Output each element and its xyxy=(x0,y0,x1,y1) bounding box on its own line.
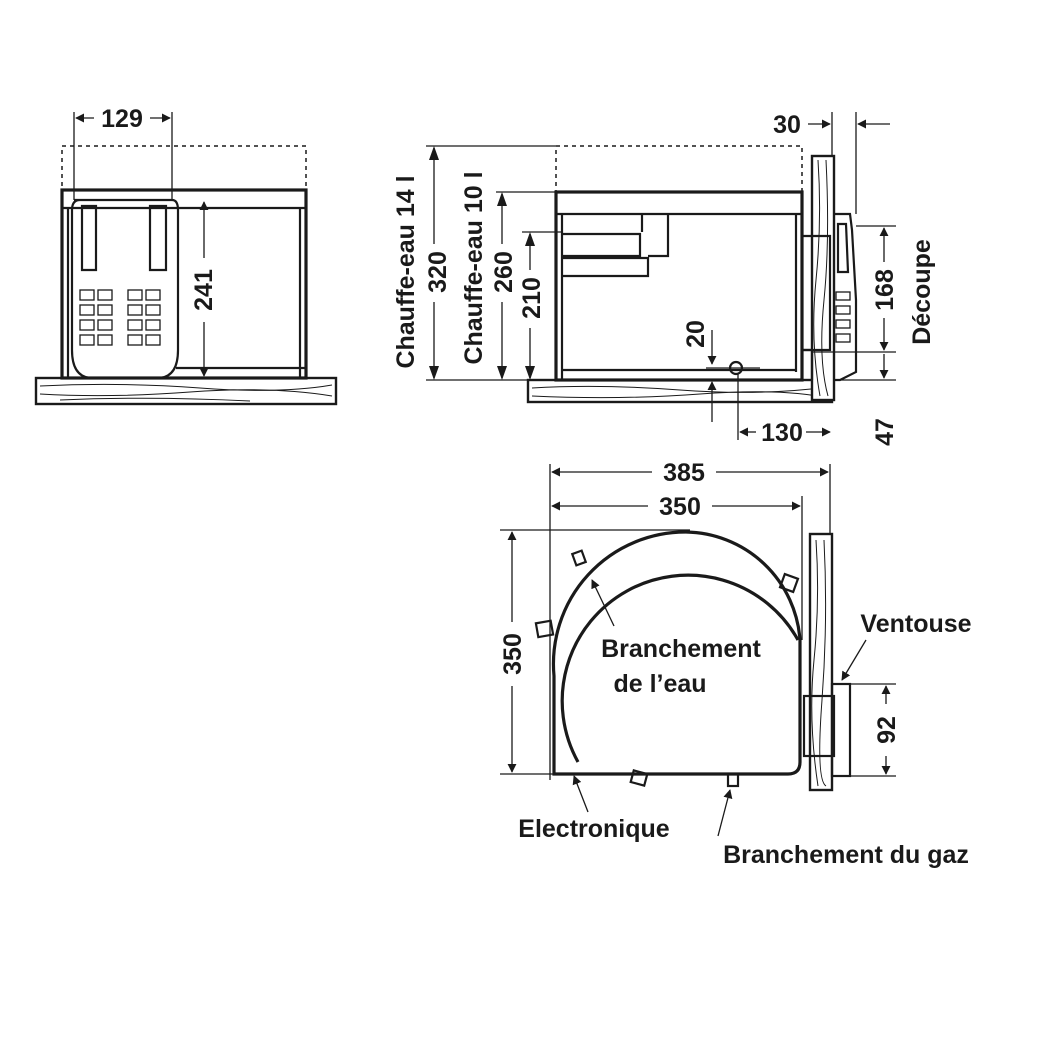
callout-water-arrow xyxy=(591,579,615,627)
side-wall-grain xyxy=(813,159,829,397)
dim-260-arrow-top xyxy=(497,192,507,206)
dim-260-label: 260 xyxy=(490,251,518,293)
top-housing xyxy=(551,530,802,776)
callout-electronics-arrow xyxy=(572,775,589,813)
side-step-lower xyxy=(562,256,650,278)
top-wall-board xyxy=(808,532,834,792)
dim-129-label: 129 xyxy=(101,105,143,133)
dim-130-label: 130 xyxy=(761,419,803,447)
label-water-heater-14: Chauffe-eau 14 l xyxy=(392,175,420,368)
dim-320-arrow-top xyxy=(429,146,439,160)
dim-385-label: 385 xyxy=(663,459,705,487)
label-gas-connection: Branchement du gaz xyxy=(723,841,969,869)
label-flue: Ventouse xyxy=(860,610,971,638)
dim-241-label: 241 xyxy=(190,269,218,311)
side-dashed-outline xyxy=(555,145,803,193)
side-flue-cap xyxy=(836,222,850,274)
front-latch-left xyxy=(80,204,98,272)
side-flue-vents xyxy=(835,291,851,343)
label-water-heater-10: Chauffe-eau 10 l xyxy=(460,171,488,364)
top-view: 385 350 350 92 Branchement de l’eau Vent… xyxy=(499,459,972,869)
dim-210-arrow-top xyxy=(525,232,535,246)
top-inner-arc xyxy=(560,573,800,763)
dim-350h-label: 350 xyxy=(659,493,701,521)
front-dashed-outline xyxy=(61,145,307,191)
label-water-connection-line2: de l’eau xyxy=(613,670,706,698)
side-wall-board xyxy=(810,154,836,402)
dim-47-label: 47 xyxy=(871,418,899,446)
front-view: 129 241 xyxy=(34,105,338,406)
side-floor-grain xyxy=(531,385,829,399)
top-flue-cap xyxy=(830,682,852,778)
dim-20-label: 20 xyxy=(682,320,710,348)
dim-320-label-bg xyxy=(424,244,444,302)
top-flue-block xyxy=(802,694,836,758)
callout-gas-arrow xyxy=(717,789,733,837)
dim-320-arrow-bottom xyxy=(429,366,439,380)
side-step-upper xyxy=(562,232,642,258)
side-view: 30 320 Chauffe-eau 14 l 260 Chauffe-eau … xyxy=(392,111,936,447)
top-wall-grain xyxy=(811,539,827,787)
dim-210-label-bg xyxy=(520,270,540,328)
side-step-frame xyxy=(640,214,670,258)
floor-grain xyxy=(39,383,333,402)
dim-168-label: 168 xyxy=(871,269,899,311)
dim-30-label: 30 xyxy=(773,111,801,139)
dim-210-label: 210 xyxy=(518,277,546,319)
front-housing xyxy=(60,188,308,380)
label-electronics: Electronique xyxy=(518,815,670,843)
dim-210-arrow-bottom xyxy=(525,366,535,380)
callout-flue-arrow xyxy=(841,639,867,681)
dim-92-label: 92 xyxy=(873,716,901,744)
dim-260-label-bg xyxy=(492,244,512,302)
top-mounting-lugs xyxy=(534,549,800,788)
dim-350v-label: 350 xyxy=(499,633,527,675)
dim-320-label: 320 xyxy=(424,251,452,293)
side-flue-block xyxy=(802,234,832,352)
front-latch-right xyxy=(148,204,168,272)
side-housing xyxy=(554,190,804,382)
front-grille-vents xyxy=(79,289,161,346)
side-base-link xyxy=(802,348,814,380)
label-water-connection-line1: Branchement xyxy=(601,635,761,663)
front-grille-panel xyxy=(70,198,180,380)
dim-260-arrow-bottom xyxy=(497,366,507,380)
label-cutout: Découpe xyxy=(908,239,936,345)
